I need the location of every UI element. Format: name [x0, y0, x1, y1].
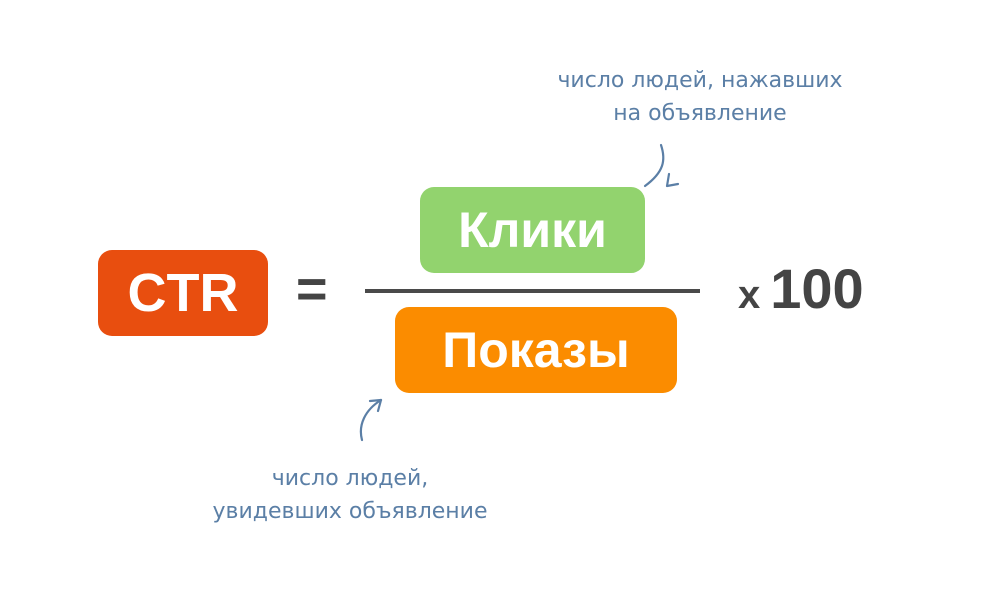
- multiply-sign: x: [738, 273, 761, 317]
- equals-sign: =: [296, 259, 328, 319]
- clicks-annotation-line: число людей, нажавших: [557, 68, 843, 93]
- arrow-to-clicks-icon: [643, 143, 680, 188]
- fraction-bar: [365, 289, 700, 293]
- impressions-label: Показы: [442, 322, 630, 378]
- clicks-box: Клики: [420, 187, 645, 273]
- clicks-annotation-line: на объявление: [613, 101, 787, 126]
- impressions-annotation: число людей, увидевших объявление: [150, 462, 550, 528]
- impressions-box: Показы: [395, 307, 677, 393]
- ctr-box: CTR: [98, 250, 268, 336]
- clicks-label: Клики: [458, 202, 607, 258]
- ctr-label: CTR: [127, 263, 239, 323]
- clicks-annotation: число людей, нажавших на объявление: [500, 64, 900, 130]
- impressions-annotation-line: увидевших объявление: [212, 499, 488, 524]
- multiplier-value: 100: [770, 257, 864, 320]
- arrow-to-impressions-icon: [359, 398, 383, 442]
- impressions-annotation-line: число людей,: [271, 466, 429, 491]
